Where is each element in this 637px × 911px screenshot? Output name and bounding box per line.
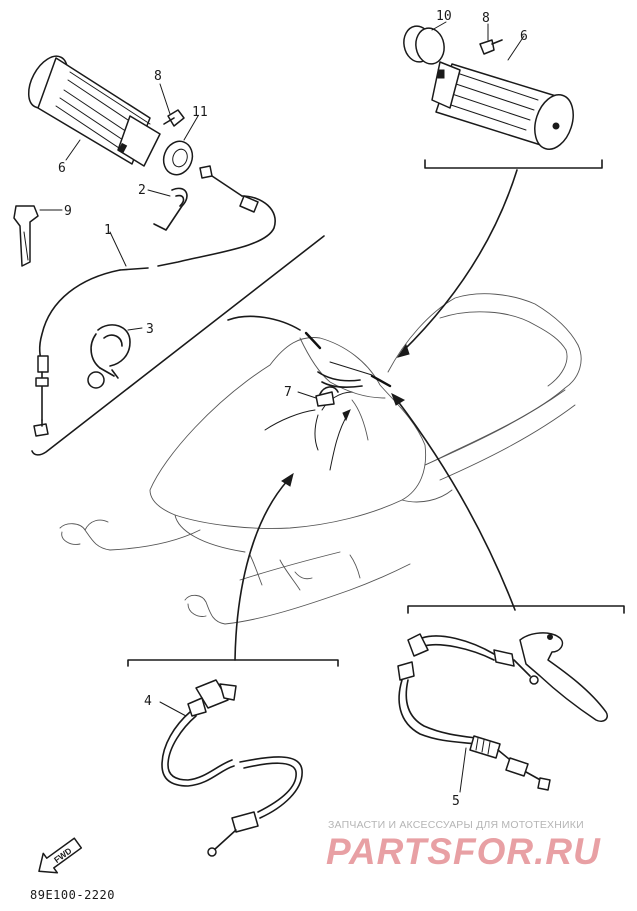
cable-1 <box>33 165 276 437</box>
callout-3: 3 <box>146 322 154 337</box>
partsfor-watermark: ЗАПЧАСТИ И АКСЕССУАРЫ ДЛЯ МОТОТЕХНИКИ PA… <box>326 819 601 872</box>
callout-leaders <box>39 21 525 793</box>
callout-10: 10 <box>436 9 452 24</box>
right-screw <box>479 39 503 55</box>
watermark-brand: PARTSFOR.RU <box>326 831 601 872</box>
top-right-group-frame <box>424 159 603 169</box>
callout-5: 5 <box>452 794 460 809</box>
left-screw <box>163 109 185 127</box>
bottom-left-group-frame <box>127 659 339 667</box>
cable-4 <box>161 679 303 857</box>
collar-11 <box>162 140 194 176</box>
left-grip <box>27 55 161 167</box>
clip-2 <box>153 187 188 231</box>
callout-9: 9 <box>64 204 72 219</box>
bottom-right-group-frame <box>407 605 625 614</box>
right-grip <box>431 61 574 150</box>
watermark-tagline: ЗАПЧАСТИ И АКСЕССУАРЫ ДЛЯ МОТОТЕХНИКИ <box>328 819 584 831</box>
callout-4: 4 <box>144 694 152 709</box>
fwd-arrow-icon: FWD <box>38 837 83 874</box>
callout-8-right: 8 <box>482 11 490 26</box>
snowmobile-outline <box>59 293 582 625</box>
key-9 <box>13 205 39 267</box>
ring-10 <box>403 25 445 65</box>
clamp-7 <box>315 386 339 407</box>
callout-11: 11 <box>192 105 208 120</box>
cable-5 <box>397 632 608 791</box>
callout-2: 2 <box>138 183 146 198</box>
callout-7: 7 <box>284 385 292 400</box>
leader-lines <box>227 169 518 661</box>
callout-8-left: 8 <box>154 69 162 84</box>
callout-6-left: 6 <box>58 161 66 176</box>
callout-6-right: 6 <box>520 29 528 44</box>
drawing-code: 89E100-2220 <box>30 888 115 902</box>
callout-1: 1 <box>104 223 112 238</box>
callout-numbers: 8 11 2 9 1 3 6 7 10 8 6 4 5 <box>58 9 528 809</box>
left-group-frame <box>31 235 325 456</box>
handlebar-cable-junction <box>304 331 392 388</box>
clamp-3 <box>87 324 131 389</box>
